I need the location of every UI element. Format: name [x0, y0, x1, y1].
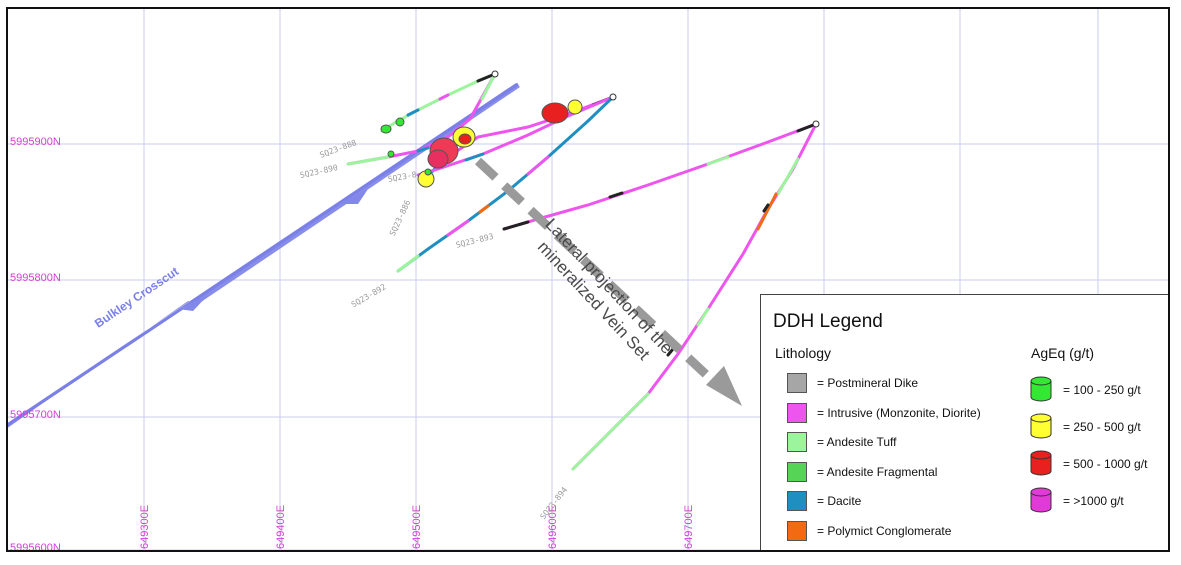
intercept-500-1000: [427, 149, 449, 169]
legend-title: DDH Legend: [773, 311, 883, 332]
lithology-swatch: [787, 402, 807, 423]
lithology-swatch: [787, 373, 807, 393]
cylinder-icon: [1030, 450, 1052, 476]
bulkley-crosscut: [8, 82, 520, 428]
intercept-500-1000: [541, 102, 569, 124]
drillhole-plan-map: [8, 9, 1168, 550]
northing-label: 5995700N: [10, 409, 61, 421]
lithology-swatch: [787, 491, 807, 511]
lithology-label: = Andesite Tuff: [817, 435, 897, 449]
easting-label: 649700E: [683, 504, 695, 549]
vein-projection-arrow: [474, 157, 742, 406]
intercept-100-250: [387, 150, 395, 158]
intercept-250-500: [567, 99, 583, 115]
northing-label: 5995800N: [10, 272, 61, 284]
northing-label: 5995900N: [10, 136, 61, 148]
lithology-swatch: [787, 520, 807, 541]
intercept-500-1000: [458, 133, 472, 145]
ageq-header: AgEq (g/t): [1031, 345, 1095, 361]
ageq-label: = 250 - 500 g/t: [1063, 420, 1141, 434]
ageq-label: = 100 - 250 g/t: [1063, 383, 1141, 397]
cylinder-icon: [1030, 376, 1052, 402]
easting-label: 649500E: [411, 504, 423, 549]
ddh-legend: DDH Legend Lithology AgEq (g/t) = Postmi…: [760, 294, 1168, 550]
cylinder-icon: [1030, 413, 1052, 439]
lithology-swatch: [787, 432, 807, 452]
ageq-intercepts: [380, 99, 583, 188]
lithology-label: = Polymict Conglomerate: [817, 523, 952, 538]
lithology-swatch: [787, 461, 807, 482]
lithology-label: = Andesite Fragmental: [817, 464, 938, 479]
intercept-100-250: [395, 117, 405, 127]
easting-label: 649400E: [275, 504, 287, 549]
lithology-label: = Intrusive (Monzonite, Diorite): [817, 405, 981, 420]
northing-label: 5995600N: [10, 542, 61, 552]
intercept-100-250: [424, 168, 432, 176]
easting-label: 649300E: [139, 504, 151, 549]
lithology-label: = Postmineral Dike: [817, 376, 919, 390]
ageq-label: = >1000 g/t: [1063, 494, 1124, 508]
cylinder-icon: [1030, 487, 1052, 513]
ageq-label: = 500 - 1000 g/t: [1063, 457, 1148, 471]
lithology-header: Lithology: [775, 345, 832, 361]
map-frame: 5995900N 5995800N 5995700N 5995600N 6493…: [6, 7, 1170, 552]
lithology-label: = Dacite: [817, 494, 862, 508]
intercept-100-250: [380, 124, 392, 134]
